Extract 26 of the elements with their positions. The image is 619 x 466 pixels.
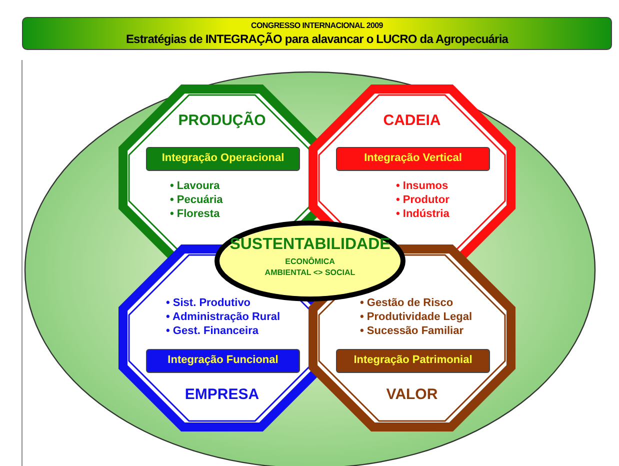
- section-heading: VALOR: [385, 386, 439, 403]
- section-heading: PRODUÇÃO: [177, 112, 267, 129]
- center-subtext: ECONÔMICA: [285, 256, 335, 267]
- section-heading: EMPRESA: [184, 386, 260, 403]
- subtitle-text: CONGRESSO INTERNACIONAL 2009: [251, 20, 383, 31]
- title-text: Estratégias de INTEGRAÇÃO para alavancar o LUCRO da Agropecuária: [126, 31, 508, 47]
- bullet-item: • Administração Rural: [166, 310, 280, 324]
- bullet-item: • Insumos: [396, 179, 450, 193]
- integration-label: Integração Operacional: [146, 147, 300, 171]
- center-heading: SUSTENTABILIDADE: [230, 235, 390, 255]
- bullet-item: • Indústria: [396, 207, 450, 221]
- bullet-item: • Sucessão Familiar: [360, 324, 465, 338]
- bullet-item: • Pecuária: [170, 193, 223, 207]
- bullet-item: • Produtividade Legal: [360, 310, 472, 324]
- title-banner: [22, 17, 612, 50]
- bullet-item: • Produtor: [396, 193, 450, 207]
- section-heading: CADEIA: [382, 112, 442, 129]
- bullet-item: • Sist. Produtivo: [166, 296, 252, 310]
- bullet-item: • Lavoura: [170, 179, 221, 193]
- integration-label: Integração Vertical: [336, 147, 490, 171]
- integration-label: Integração Patrimonial: [336, 349, 490, 373]
- bullet-item: • Gest. Financeira: [166, 324, 260, 338]
- bullet-item: • Gestão de Risco: [360, 296, 454, 310]
- bullet-item: • Floresta: [170, 207, 221, 221]
- integration-label: Integração Funcional: [146, 349, 300, 373]
- center-subtext: AMBIENTAL <> SOCIAL: [264, 267, 356, 278]
